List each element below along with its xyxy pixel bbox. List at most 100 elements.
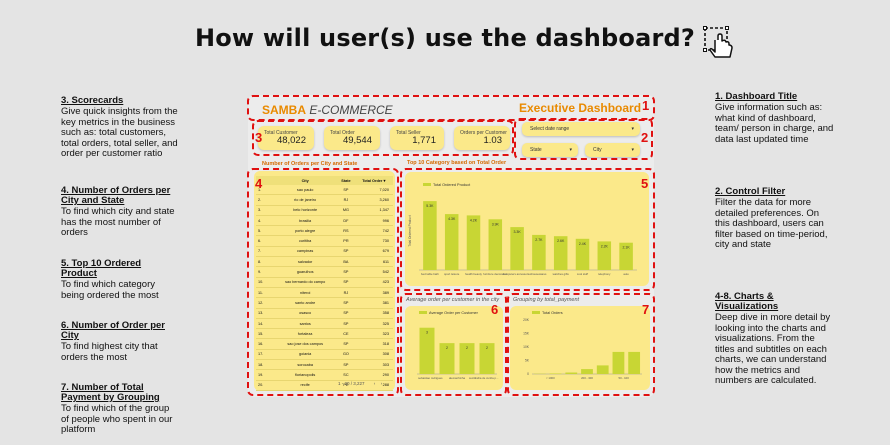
data-label: 2.6K bbox=[557, 239, 565, 243]
x-tick-label: 200 - 300 bbox=[581, 376, 593, 380]
total-order-cell: 742 bbox=[354, 225, 393, 237]
x-tick-label: furniture decoration bbox=[483, 272, 508, 276]
row-index: 20. bbox=[256, 380, 273, 391]
city-cell: florianopolis bbox=[273, 369, 338, 381]
total-order-cell: 381 bbox=[354, 297, 393, 309]
dashboard-brand: SAMBA E-COMMERCE bbox=[262, 103, 393, 117]
note-orders-city-state: 4. Number of Orders per City and State T… bbox=[61, 186, 179, 239]
city-label: City bbox=[593, 147, 602, 153]
scorecard-label: Total Customer bbox=[264, 130, 298, 136]
state-cell: SP bbox=[337, 359, 355, 371]
city-cell: sao paulo bbox=[273, 185, 338, 196]
y-tick-label: 20K bbox=[523, 318, 530, 322]
city-cell: sao jose dos campos bbox=[273, 338, 338, 350]
state-select[interactable]: State▾ bbox=[522, 143, 578, 157]
data-label: 3.9K bbox=[492, 222, 500, 226]
x-tick-label: sebastiao rodrigues bbox=[418, 376, 443, 380]
highlight-scorecards bbox=[252, 120, 514, 156]
pay-panel-title: Grouping by total_payment bbox=[513, 297, 580, 303]
col-header-state[interactable]: State bbox=[337, 176, 355, 185]
data-label: 4.3K bbox=[448, 217, 456, 221]
data-label: 4.2K bbox=[470, 218, 478, 222]
state-cell: SP bbox=[337, 277, 355, 288]
prev-page-icon[interactable]: ‹ bbox=[373, 381, 376, 386]
city-select[interactable]: City▾ bbox=[585, 143, 640, 157]
data-label: 3.3K bbox=[513, 230, 521, 234]
bar bbox=[466, 215, 481, 270]
note-heading: 4-8. Charts & Visualizations bbox=[715, 291, 779, 312]
data-label: 5.3K bbox=[426, 204, 434, 208]
note-scorecards: 3. Scorecards Give quick insights from t… bbox=[61, 96, 179, 160]
note-body: To find highest city that orders the mos… bbox=[61, 341, 158, 363]
note-heading: 2. Control Filter bbox=[715, 186, 786, 197]
note-top10: 5. Top 10 Ordered Product To find which … bbox=[61, 259, 179, 301]
total-order-cell: 288 bbox=[354, 380, 393, 391]
row-index: 5. bbox=[256, 225, 273, 237]
page-title: How will user(s) use the dashboard? bbox=[194, 24, 696, 52]
city-cell: osasco bbox=[273, 308, 338, 319]
note-heading: 3. Scorecards bbox=[61, 95, 124, 106]
x-tick-label: alemanhinha bbox=[449, 376, 465, 380]
total-order-cell: 318 bbox=[354, 338, 393, 350]
legend-label: Total Orders bbox=[542, 311, 563, 315]
total-order-cell: 996 bbox=[354, 215, 393, 227]
highlight-table bbox=[247, 168, 399, 396]
total-order-cell: 325 bbox=[354, 318, 393, 330]
total-order-cell: 423 bbox=[354, 277, 393, 288]
scorecard-label: Total Seller bbox=[396, 130, 421, 136]
state-cell: SP bbox=[337, 308, 355, 319]
marker-4: 4 bbox=[255, 176, 263, 191]
col-header-total-order[interactable]: Total Order ▾ bbox=[354, 176, 393, 185]
bar bbox=[488, 219, 503, 270]
state-cell: SP bbox=[337, 338, 355, 350]
state-cell: BA bbox=[337, 256, 355, 268]
total-order-cell: 611 bbox=[354, 256, 393, 268]
pager-text: 1 - 20 / 3,227 bbox=[338, 381, 365, 386]
next-page-icon[interactable]: › bbox=[380, 381, 383, 386]
note-control-filter: 2. Control Filter Filter the data for mo… bbox=[715, 187, 835, 251]
state-cell: RJ bbox=[337, 287, 355, 299]
row-index: 15. bbox=[256, 328, 273, 340]
note-dashboard-title: 1. Dashboard Title Give information such… bbox=[715, 92, 835, 145]
legend-swatch bbox=[423, 183, 431, 186]
city-cell: niteroi bbox=[273, 287, 338, 299]
city-cell: belo horizonte bbox=[273, 205, 338, 216]
bar bbox=[581, 369, 593, 374]
date-range-select[interactable]: Select date range▾ bbox=[522, 122, 640, 136]
x-tick-label: sucilândia de cunha p... bbox=[469, 376, 499, 380]
note-payment-grouping: 7. Number of Total Payment by Grouping T… bbox=[61, 383, 179, 436]
total-order-cell: 290 bbox=[354, 369, 393, 381]
scorecard-label: Total Order bbox=[330, 130, 355, 136]
row-index: 12. bbox=[256, 297, 273, 309]
total-order-cell: 7,020 bbox=[354, 185, 393, 196]
total-order-cell: 679 bbox=[354, 246, 393, 258]
total-order-cell: 358 bbox=[354, 308, 393, 319]
total-order-cell: 542 bbox=[354, 266, 393, 278]
bar bbox=[444, 214, 459, 270]
col-header-city[interactable]: City bbox=[273, 176, 338, 185]
data-label: 2.1K bbox=[622, 246, 630, 250]
